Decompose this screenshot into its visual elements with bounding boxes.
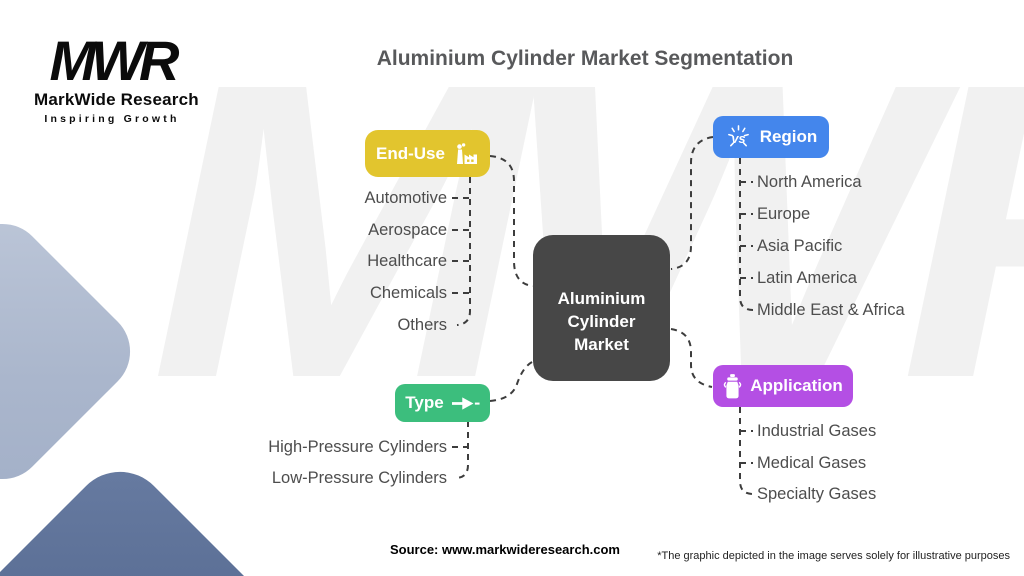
list-item-north-america: North America	[757, 173, 862, 191]
branch-type-label: Type	[405, 393, 444, 412]
logo-name: MarkWide Research	[34, 90, 199, 110]
list-item-automotive: Automotive	[364, 189, 447, 207]
branch-region-label: Region	[759, 127, 818, 146]
list-item-europe: Europe	[757, 205, 811, 223]
list-item-specialty-gases: Specialty Gases	[757, 485, 877, 503]
center-node-label: Aluminium Cylinder Market	[557, 288, 646, 354]
list-item-healthcare: Healthcare	[367, 252, 447, 270]
logo: MWR MarkWide Research Inspiring Growth	[34, 29, 199, 126]
list-item-latin-america: Latin America	[757, 269, 857, 287]
curve-type-to-center	[489, 360, 535, 402]
list-item-industrial-gases: Industrial Gases	[757, 422, 877, 440]
list-item-aerospace: Aerospace	[368, 221, 447, 239]
branch-type: Type	[395, 384, 490, 422]
svg-text:vs: vs	[731, 131, 745, 145]
list-item-asia-pacific: Asia Pacific	[757, 237, 843, 255]
curve-region-to-center	[670, 136, 714, 270]
arrow-icon	[451, 396, 480, 411]
factory-icon	[453, 142, 479, 165]
branch-end-use-label: End-Use	[376, 143, 445, 163]
type-spine	[454, 421, 469, 479]
branch-end-use: End-Use	[365, 130, 490, 177]
can-icon	[723, 373, 742, 399]
list-item-chemicals: Chemicals	[369, 284, 447, 302]
vs-burst-icon: vs	[725, 124, 752, 151]
branch-region: vs Region	[713, 116, 829, 158]
list-item-high-pressure: High-Pressure Cylinders	[268, 438, 447, 456]
logo-mark: MWR	[49, 29, 180, 92]
enduse-spine	[456, 177, 471, 326]
list-item-medical-gases: Medical Gases	[757, 454, 867, 472]
source-text: Source: www.markwideresearch.com	[389, 542, 620, 557]
list-item-low-pressure: Low-Pressure Cylinders	[271, 469, 447, 487]
region-spine	[739, 158, 754, 311]
curve-enduse-to-center	[489, 155, 534, 287]
application-spine	[739, 407, 754, 495]
branch-application: Application	[713, 365, 853, 407]
disclaimer-text: *The graphic depicted in the image serve…	[657, 550, 1010, 562]
center-node: Aluminium Cylinder Market	[533, 235, 670, 381]
list-item-others: Others	[397, 316, 447, 334]
list-item-middle-east-africa: Middle East & Africa	[757, 301, 905, 319]
curve-application-to-center	[670, 328, 713, 388]
logo-tagline: Inspiring Growth	[44, 113, 180, 126]
page-title: Aluminium Cylinder Market Segmentation	[376, 47, 794, 70]
branch-application-label: Application	[750, 376, 843, 395]
